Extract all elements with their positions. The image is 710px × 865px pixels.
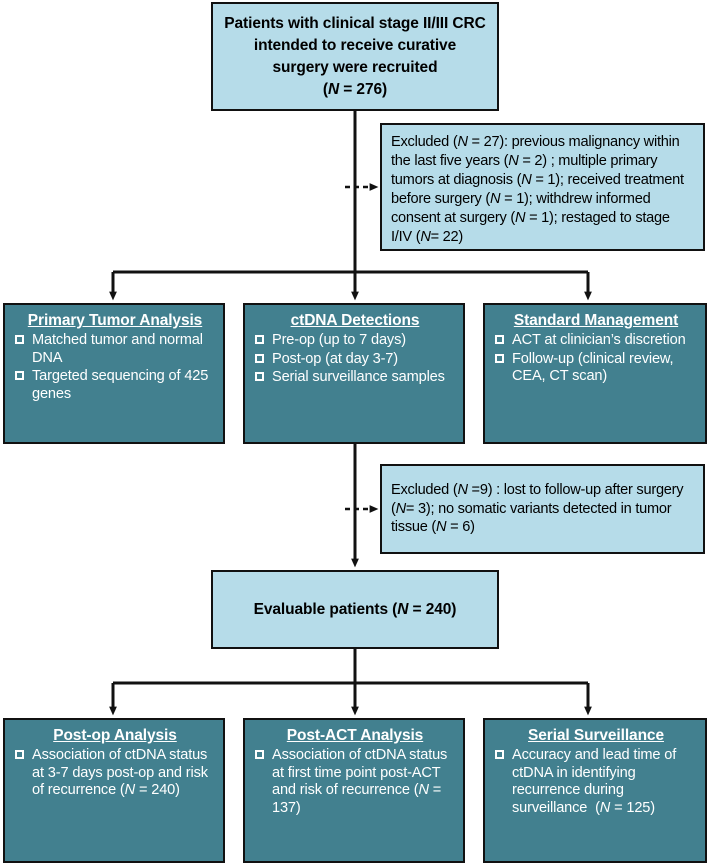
list-item-label: Association of ctDNA status at 3-7 days … [32, 747, 208, 799]
box-excluded-2: Excluded (N =9) : lost to follow-up afte… [380, 464, 705, 554]
list-item: Serial surveillance samples [255, 369, 455, 387]
list-item-label: Association of ctDNA status at first tim… [272, 747, 448, 816]
list-item-label: Targeted sequencing of 425 genes [32, 368, 209, 402]
list-item-label: Pre-op (up to 7 days) [272, 332, 406, 349]
top-recruitment-text: Patients with clinical stage II/III CRC … [224, 13, 485, 101]
checkbox-icon [15, 750, 24, 760]
list-item: Matched tumor and normal DNA [15, 332, 215, 367]
list-item: Accuracy and lead time of ctDNA in ident… [495, 747, 697, 817]
primary-tumor-analysis-title: Primary Tumor Analysis [27, 312, 203, 329]
top-line-3: surgery were recruited [272, 58, 438, 76]
box-excluded-1: Excluded (N = 27): previous malignancy w… [380, 123, 705, 251]
checkbox-icon [255, 353, 264, 363]
checkbox-icon [495, 750, 504, 760]
checkbox-icon [255, 750, 264, 760]
list-item-label: Post-op (at day 3-7) [272, 350, 398, 367]
excluded-2-text: Excluded (N =9) : lost to follow-up afte… [391, 481, 684, 536]
checkbox-icon [255, 372, 264, 382]
list-item: ACT at clinician’s discretion [495, 332, 697, 350]
standard-management-title: Standard Management [513, 312, 679, 329]
checkbox-icon [495, 335, 504, 345]
list-item: Follow-up (clinical review, CEA, CT scan… [495, 351, 697, 386]
list-item: Post-op (at day 3-7) [255, 351, 455, 369]
checkbox-icon [15, 335, 24, 345]
box-primary-tumor-analysis: Primary Tumor Analysis Matched tumor and… [3, 303, 225, 444]
box-standard-management: Standard Management ACT at clinician’s d… [483, 303, 707, 444]
list-item-label: Follow-up (clinical review, CEA, CT scan… [512, 350, 674, 385]
top-line-1: Patients with clinical stage II/III CRC [224, 14, 486, 32]
checkbox-icon [255, 335, 264, 345]
list-item-label: ACT at clinician’s discretion [512, 332, 686, 349]
list-item-label: Matched tumor and normal DNA [32, 332, 203, 366]
top-line-2: intended to receive curative [253, 36, 457, 54]
list-item: Pre-op (up to 7 days) [255, 332, 455, 350]
box-serial-surveillance: Serial Surveillance Accuracy and lead ti… [483, 718, 707, 863]
box-evaluable-patients: Evaluable patients (N = 240) [211, 570, 499, 649]
post-op-analysis-title: Post-op Analysis [53, 727, 177, 744]
list-item: Association of ctDNA status at first tim… [255, 747, 455, 817]
post-act-analysis-title: Post-ACT Analysis [286, 727, 424, 744]
box-ctdna-detections: ctDNA Detections Pre-op (up to 7 days) P… [243, 303, 465, 444]
list-item: Targeted sequencing of 425 genes [15, 368, 215, 403]
list-item-label: Serial surveillance samples [272, 369, 445, 386]
checkbox-icon [495, 353, 504, 363]
box-post-op-analysis: Post-op Analysis Association of ctDNA st… [3, 718, 225, 863]
ctdna-detections-title: ctDNA Detections [290, 312, 420, 329]
list-item-label: Accuracy and lead time of ctDNA in ident… [512, 747, 677, 816]
list-item: Association of ctDNA status at 3-7 days … [15, 747, 215, 800]
box-top-recruitment: Patients with clinical stage II/III CRC … [211, 2, 499, 111]
serial-surveillance-title: Serial Surveillance [528, 727, 664, 744]
top-line-4: (N = 276) [322, 80, 388, 98]
excluded-1-text: Excluded (N = 27): previous malignancy w… [391, 134, 684, 245]
box-post-act-analysis: Post-ACT Analysis Association of ctDNA s… [243, 718, 465, 863]
evaluable-patients-text: Evaluable patients (N = 240) [253, 600, 457, 618]
checkbox-icon [15, 371, 24, 381]
